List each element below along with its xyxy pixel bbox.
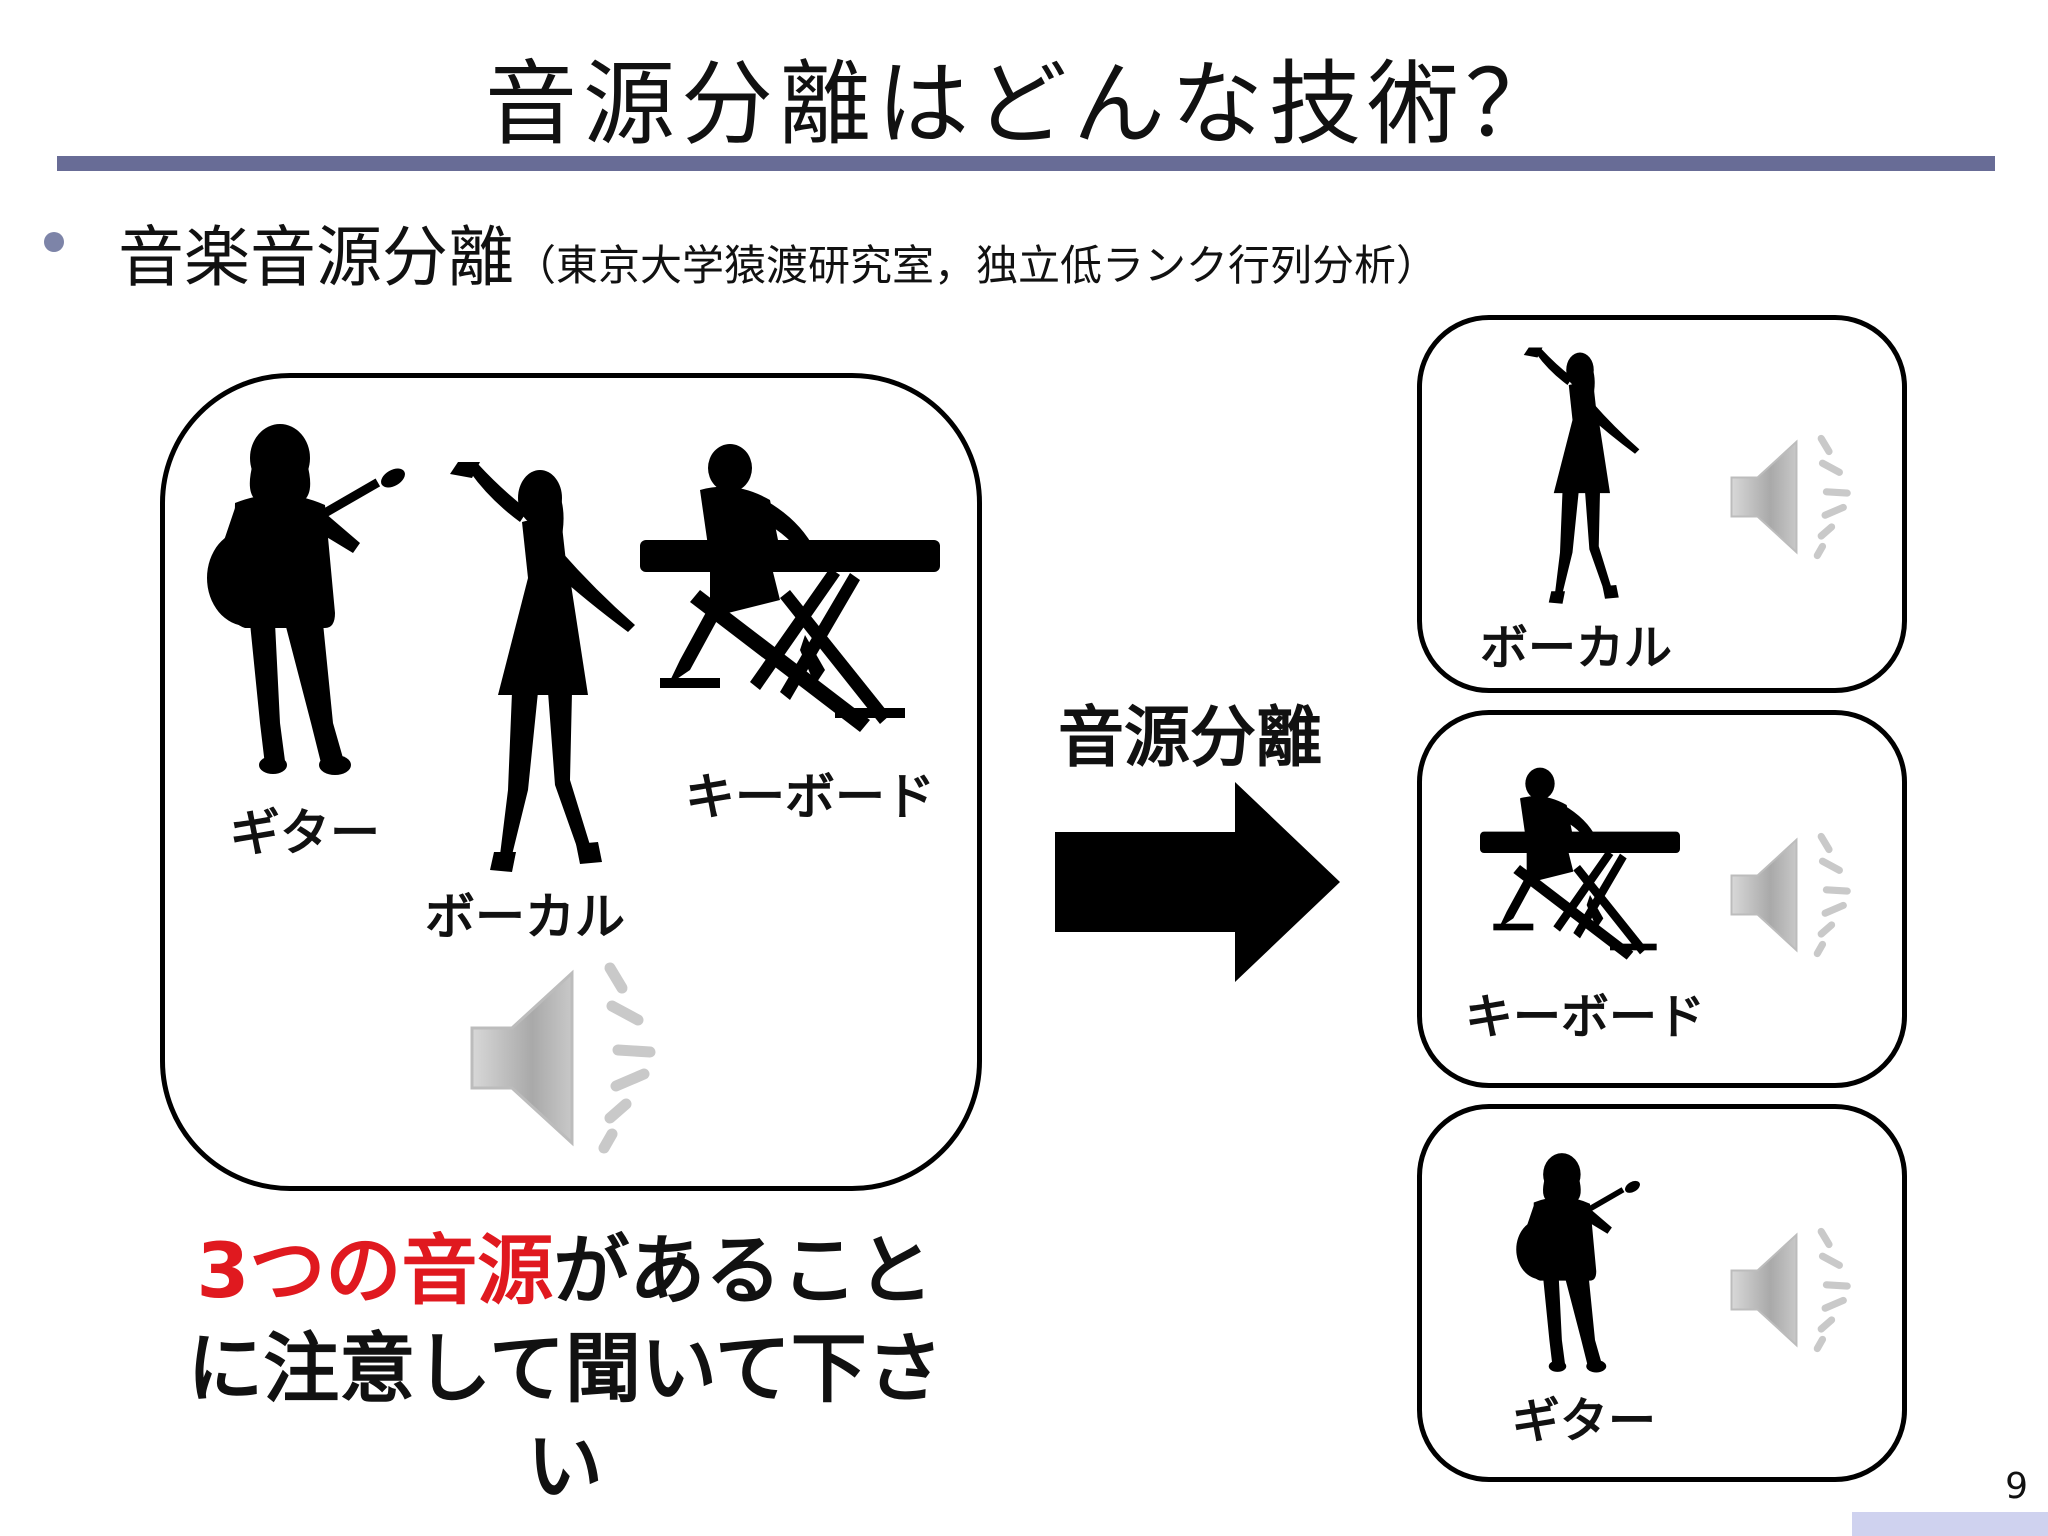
separated-panel-keyboard (1417, 710, 1907, 1088)
bullet-line: 音楽音源分離（東京大学猿渡研究室，独立低ランク行列分析） (118, 204, 1438, 300)
keyboardist-silhouette (1480, 767, 1680, 960)
arrow-label: 音源分離 (1058, 699, 1322, 776)
caption-highlight: 3つの音源 (196, 1226, 554, 1315)
guitarist-silhouette (207, 424, 405, 775)
vocal-speaker-icon[interactable] (1725, 432, 1855, 562)
page-number: 9 (2005, 1466, 2028, 1507)
guitarist-silhouette (1516, 1153, 1640, 1373)
corner-accent (1852, 1512, 2048, 1536)
keyboard-speaker-icon[interactable] (1725, 830, 1855, 960)
vocalist-silhouette (1523, 347, 1640, 604)
title-divider (57, 156, 1995, 171)
separated-label-vocal: ボーカル (1480, 620, 1673, 676)
mixture-label-guitar: ギター (230, 804, 380, 862)
mixture-label-keyboard: キーボード (685, 768, 935, 826)
separated-label-keyboard: キーボード (1465, 989, 1706, 1045)
instruction-caption: 3つの音源があることに注意して聞いて下さい (180, 1222, 950, 1516)
separated-label-guitar: ギター (1512, 1393, 1657, 1449)
guitar-speaker-icon[interactable] (1725, 1225, 1855, 1355)
vocalist-silhouette (450, 462, 635, 872)
keyboardist-silhouette (640, 444, 940, 732)
bullet-sub-text: （東京大学猿渡研究室，独立低ランク行列分析） (514, 241, 1439, 290)
right-arrow-icon (1055, 782, 1340, 982)
separated-panel-guitar (1417, 1104, 1907, 1482)
caption-text: があることに注意して聞いて下さい (187, 1226, 943, 1511)
bullet-dot-icon (44, 232, 64, 252)
mixture-label-vocal: ボーカル (425, 888, 625, 946)
mixture-speaker-icon[interactable] (462, 958, 662, 1158)
slide-title: 音源分離はどんな技術？ (484, 51, 1563, 158)
bullet-main-text: 音楽音源分離 (118, 219, 514, 296)
separated-panel-vocal (1417, 315, 1907, 693)
